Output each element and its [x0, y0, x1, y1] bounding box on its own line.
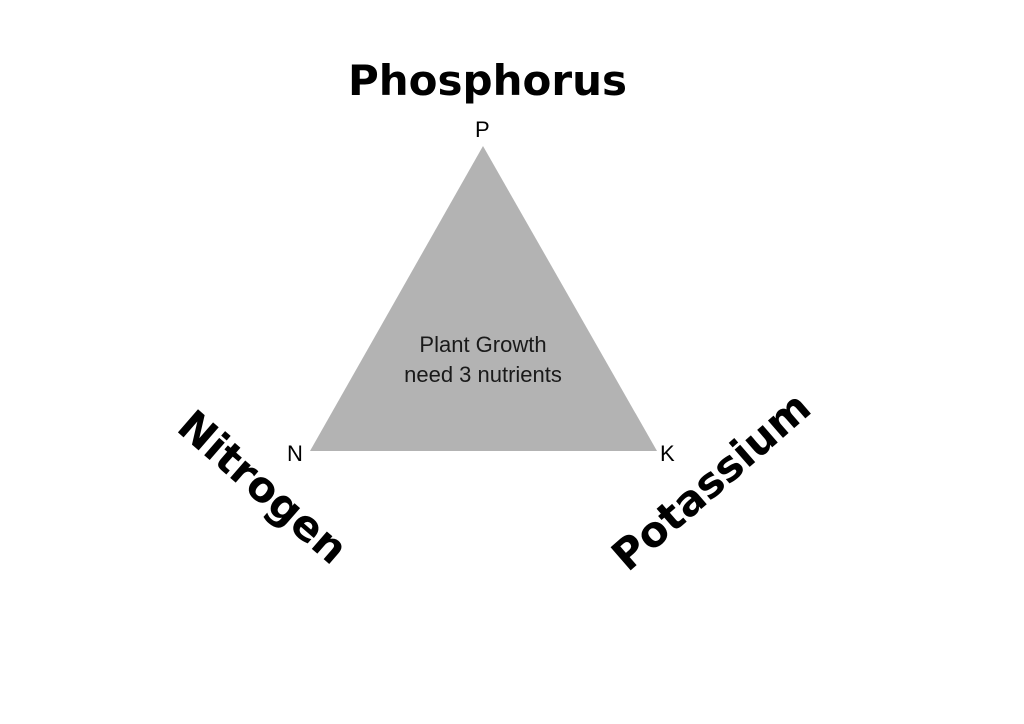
center-text: Plant Growth need 3 nutrients — [363, 330, 603, 390]
vertex-k-label: K — [660, 441, 675, 466]
center-text-line2: need 3 nutrients — [404, 362, 562, 387]
nutrient-triangle — [310, 146, 657, 451]
phosphorus-label: Phosphorus — [348, 56, 627, 105]
vertex-n-label: N — [287, 441, 303, 466]
vertex-p-label: P — [475, 117, 490, 142]
center-text-line1: Plant Growth — [419, 332, 547, 357]
